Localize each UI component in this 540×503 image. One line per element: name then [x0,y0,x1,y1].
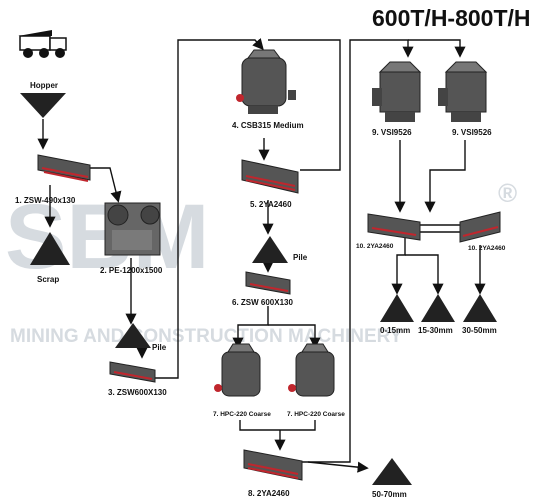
label-hpc220-2: 7. HPC-220 Coarse [287,411,345,418]
label-2ya2460-10a: 10. 2YA2460 [356,243,394,250]
label-2ya2460-10b: 10. 2YA2460 [468,245,506,252]
pile-15-30mm [421,294,455,322]
label-zsw600-6: 6. ZSW 600X130 [232,298,293,307]
label-vsi-2: 9. VSI9526 [452,128,492,137]
pile-30-50mm [463,294,497,322]
label-15-30mm: 15-30mm [418,326,453,335]
vsi-crusher-1 [372,61,422,122]
screen-2ya2460-5 [241,159,299,194]
label-hopper: Hopper [30,81,58,90]
pile-2 [252,236,288,263]
jaw-crusher-pe1200 [104,202,161,256]
label-0-15mm: 0-15mm [380,326,410,335]
cone-crusher-csb315 [236,49,296,114]
label-scrap: Scrap [37,275,59,284]
label-pile-2: Pile [293,253,308,262]
label-pe1200: 2. PE-1200x1500 [100,266,163,275]
label-zsw490: 1. ZSW-490x130 [15,196,76,205]
pile-0-15mm [380,294,414,322]
pile-50-70mm [372,458,412,485]
screen-2ya2460-8 [243,449,303,481]
label-csb315: 4. CSB315 Medium [232,121,304,130]
feeder-zsw600-3 [109,361,156,383]
flow-lines [37,37,486,473]
label-50-70mm: 50-70mm [372,490,407,499]
pile-1 [115,323,151,348]
label-zsw600-3: 3. ZSW600X130 [108,388,167,397]
label-30-50mm: 30-50mm [462,326,497,335]
cone-crusher-hpc220-2 [288,343,335,397]
label-vsi-1: 9. VSI9526 [372,128,412,137]
watermark-registered: ® [498,178,517,208]
cone-crusher-hpc220-1 [214,343,261,397]
hopper-shape [20,93,66,118]
diagram-title: 600T/H-800T/H [372,5,531,31]
feeder-zsw490 [37,154,91,182]
scrap-pile [30,232,70,265]
truck-icon [18,30,67,58]
label-hpc220-1: 7. HPC-220 Coarse [213,411,271,418]
screen-2ya2460-10b [459,211,501,243]
screen-2ya2460-10a [367,213,421,241]
label-pile-1: Pile [152,343,167,352]
label-2ya2460-5: 5. 2YA2460 [250,200,292,209]
watermark-tagline: MINING AND CONSTRUCTION MACHINERY [10,326,403,347]
label-2ya2460-8: 8. 2YA2460 [248,489,290,498]
vsi-crusher-2 [438,61,488,122]
feeder-zsw600-6 [245,271,291,295]
